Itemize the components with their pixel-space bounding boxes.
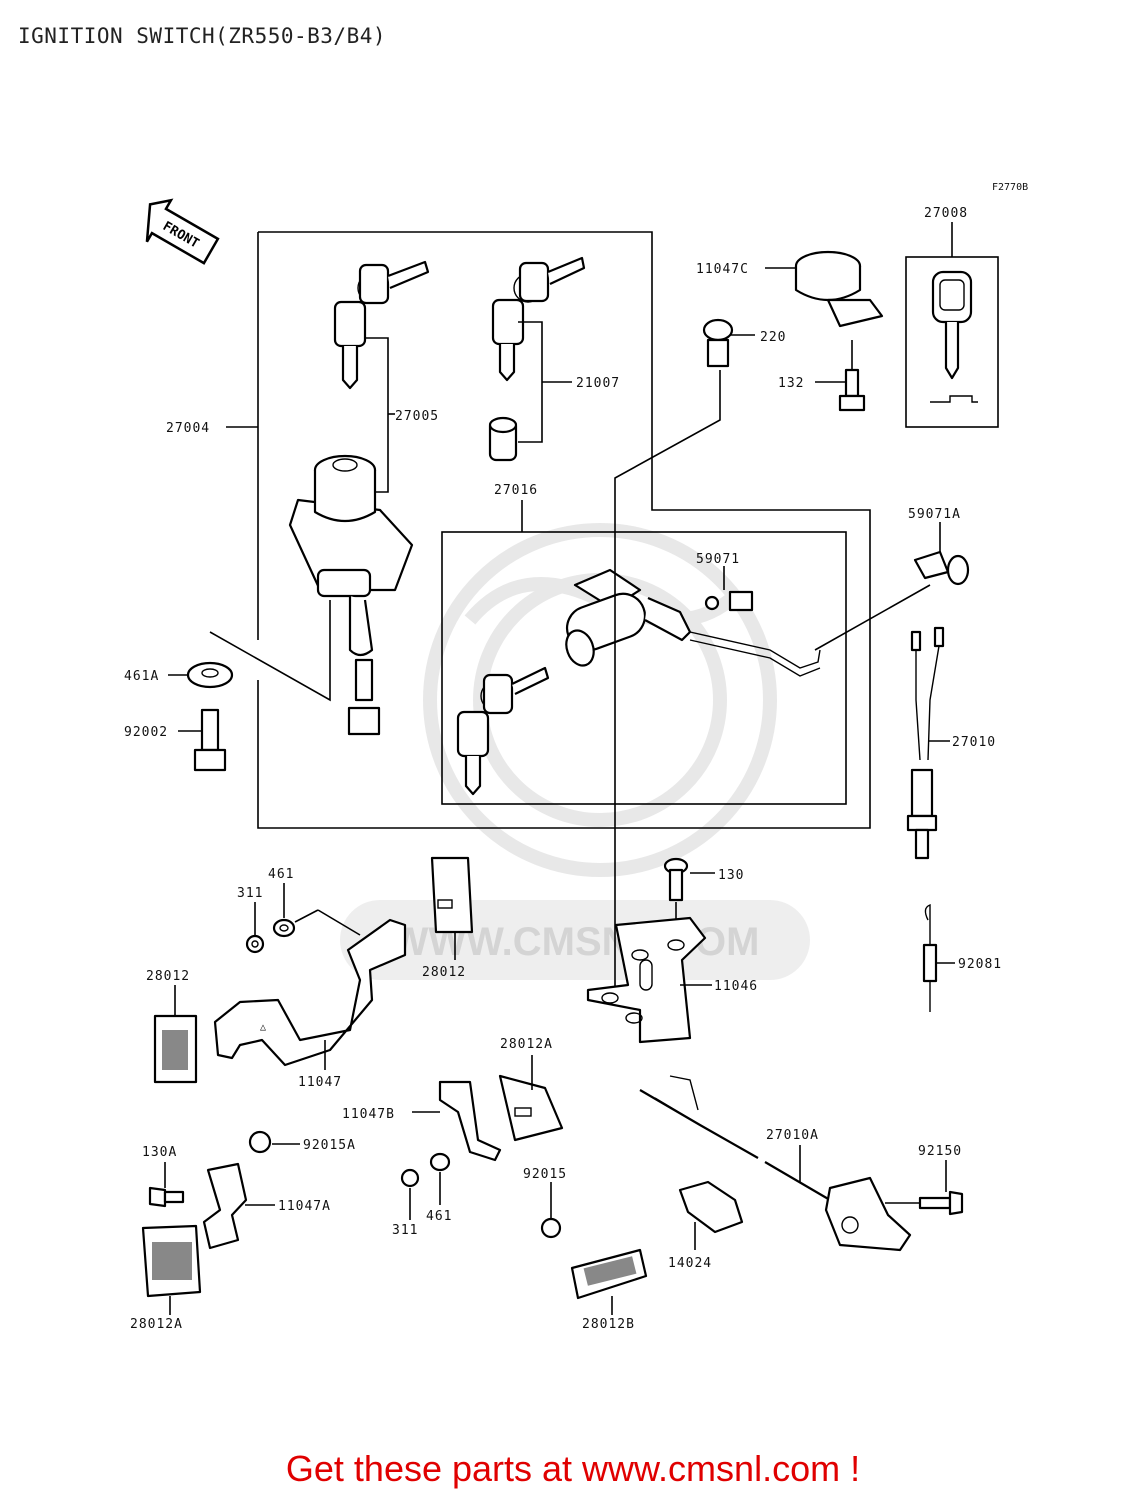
callout-27010: 27010 [952,735,996,750]
callout-28012A-top: 28012A [500,1037,553,1052]
reflector-28012-left-icon [153,1014,198,1084]
callout-11047B: 11047B [342,1107,395,1122]
front-arrow-icon: FRONT [145,198,220,265]
reflector-28012A-bottom-icon [141,1224,202,1298]
switch-cable-27010A-icon [639,1075,912,1252]
nut-92015-icon [540,1217,562,1239]
reflector-28012A-top-icon [498,1074,564,1142]
clamp-11047C-icon [794,250,884,328]
callout-28012B: 28012B [582,1317,635,1332]
bolt-130-icon [663,857,689,902]
bolt-132-icon [838,368,866,412]
ignition-switch-icon [288,454,414,736]
callout-59071: 59071 [696,552,740,567]
callout-130: 130 [718,868,744,883]
callout-92081: 92081 [958,957,1002,972]
clip-59071-icon [704,590,754,612]
callout-14024: 14024 [668,1256,712,1271]
callout-28012A-bottom: 28012A [130,1317,183,1332]
callout-27016: 27016 [494,483,538,498]
callout-92150: 92150 [918,1144,962,1159]
washer-461-top-icon [272,918,296,938]
callout-311-top: 311 [237,886,263,901]
callout-11047C: 11047C [696,262,749,277]
screw-220-icon [702,318,734,368]
callout-27004: 27004 [166,421,210,436]
group-box-27004 [257,231,871,829]
connector-14024-icon [678,1180,744,1234]
bolt-130A-icon [148,1186,185,1208]
group-box-27016 [441,531,847,805]
bracket-11046-icon [586,916,707,1044]
reflector-28012-center-icon [430,856,474,934]
callout-27008: 27008 [924,206,968,221]
callout-28012-left: 28012 [146,969,190,984]
callout-311-bottom: 311 [392,1223,418,1238]
callout-461-bottom: 461 [426,1209,452,1224]
reflector-28012B-icon [570,1248,648,1300]
helmet-lock-icon [565,568,821,677]
callout-27010A: 27010A [766,1128,819,1143]
nut-92015A-icon [248,1130,272,1154]
callout-27005: 27005 [395,409,439,424]
bracket-11047-icon: △ [213,918,407,1067]
figure-code: F2770B [992,182,1028,193]
callout-11047A: 11047A [278,1199,331,1214]
callout-28012-center: 28012 [422,965,466,980]
bracket-11047A-icon [202,1162,248,1250]
callout-92015A: 92015A [303,1138,356,1153]
key-set-27005-icon [333,260,430,390]
callout-132: 132 [778,376,804,391]
bracket-11047B-icon [438,1080,502,1162]
key-set-21007-icon [491,256,586,382]
washer-461A-icon [186,661,234,689]
key-set-27016-icon [456,666,550,796]
clip-59071A-icon [913,550,970,586]
page-title: IGNITION SWITCH(ZR550-B3/B4) [18,24,387,48]
callout-92002: 92002 [124,725,168,740]
callout-21007: 21007 [576,376,620,391]
nut-311-bottom-icon [400,1168,420,1188]
callout-461-top: 461 [268,867,294,882]
footer-link[interactable]: Get these parts at www.cmsnl.com ! [285,1448,861,1489]
sensor-27010-icon [906,626,945,860]
washer-461-bottom-icon [429,1152,451,1172]
nut-311-top-icon [245,934,265,954]
bolt-92150-icon [918,1190,964,1216]
callout-461A: 461A [124,669,159,684]
lock-cylinder-icon [488,416,518,462]
bolt-92002-icon [193,708,227,772]
svg-text:△: △ [260,1022,266,1033]
key-27008-icon [930,270,978,403]
callout-130A: 130A [142,1145,177,1160]
callout-92015: 92015 [523,1167,567,1182]
callout-59071A: 59071A [908,507,961,522]
spring-92081-icon [922,903,938,1012]
callout-11047: 11047 [298,1075,342,1090]
callout-11046: 11046 [714,979,758,994]
callout-220: 220 [760,330,786,345]
